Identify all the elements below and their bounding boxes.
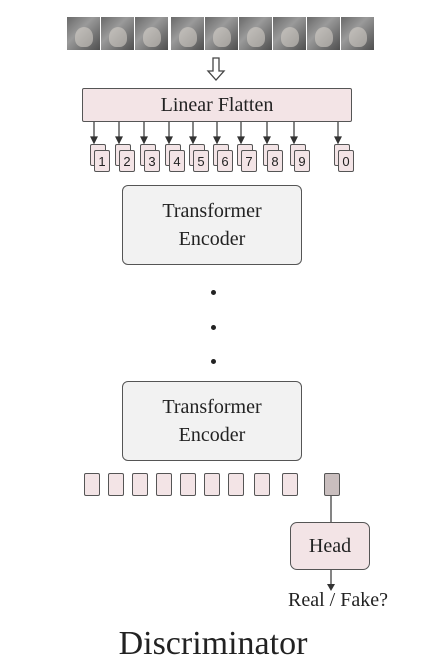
output-token xyxy=(180,473,196,496)
class-token xyxy=(324,473,340,496)
output-token xyxy=(282,473,298,496)
image-patch xyxy=(273,17,306,50)
image-patch xyxy=(205,17,238,50)
patch-token: 8 xyxy=(267,150,283,172)
output-label: Real / Fake? xyxy=(288,589,388,611)
transformer-encoder-bottom: Transformer Encoder xyxy=(122,381,302,461)
output-token xyxy=(204,473,220,496)
image-patch xyxy=(239,17,272,50)
output-token xyxy=(132,473,148,496)
patch-token: 1 xyxy=(94,150,110,172)
patch-token: 9 xyxy=(294,150,310,172)
image-patch xyxy=(307,17,340,50)
ellipsis-dot xyxy=(211,359,216,364)
patch-token: 0 xyxy=(338,150,354,172)
ellipsis-dot xyxy=(211,290,216,295)
diagram-caption: Discriminator xyxy=(118,625,308,662)
encoder-label: Transformer Encoder xyxy=(162,200,262,250)
image-patch xyxy=(101,17,134,50)
patch-token: 7 xyxy=(241,150,257,172)
encoder-label: Transformer Encoder xyxy=(162,396,262,446)
ellipsis-dot xyxy=(211,325,216,330)
transformer-encoder-top: Transformer Encoder xyxy=(122,185,302,265)
output-token xyxy=(254,473,270,496)
image-patch xyxy=(341,17,374,50)
patch-token: 4 xyxy=(169,150,185,172)
image-patch xyxy=(67,17,100,50)
patch-token: 3 xyxy=(144,150,160,172)
image-patch xyxy=(135,17,168,50)
output-token xyxy=(228,473,244,496)
image-patch xyxy=(171,17,204,50)
output-token xyxy=(108,473,124,496)
linear-flatten-box: Linear Flatten xyxy=(82,88,352,122)
down-arrow-icon xyxy=(206,57,226,81)
output-token xyxy=(156,473,172,496)
patch-token: 2 xyxy=(119,150,135,172)
output-token xyxy=(84,473,100,496)
patch-token: 6 xyxy=(217,150,233,172)
patch-token: 5 xyxy=(193,150,209,172)
head-box: Head xyxy=(290,522,370,570)
